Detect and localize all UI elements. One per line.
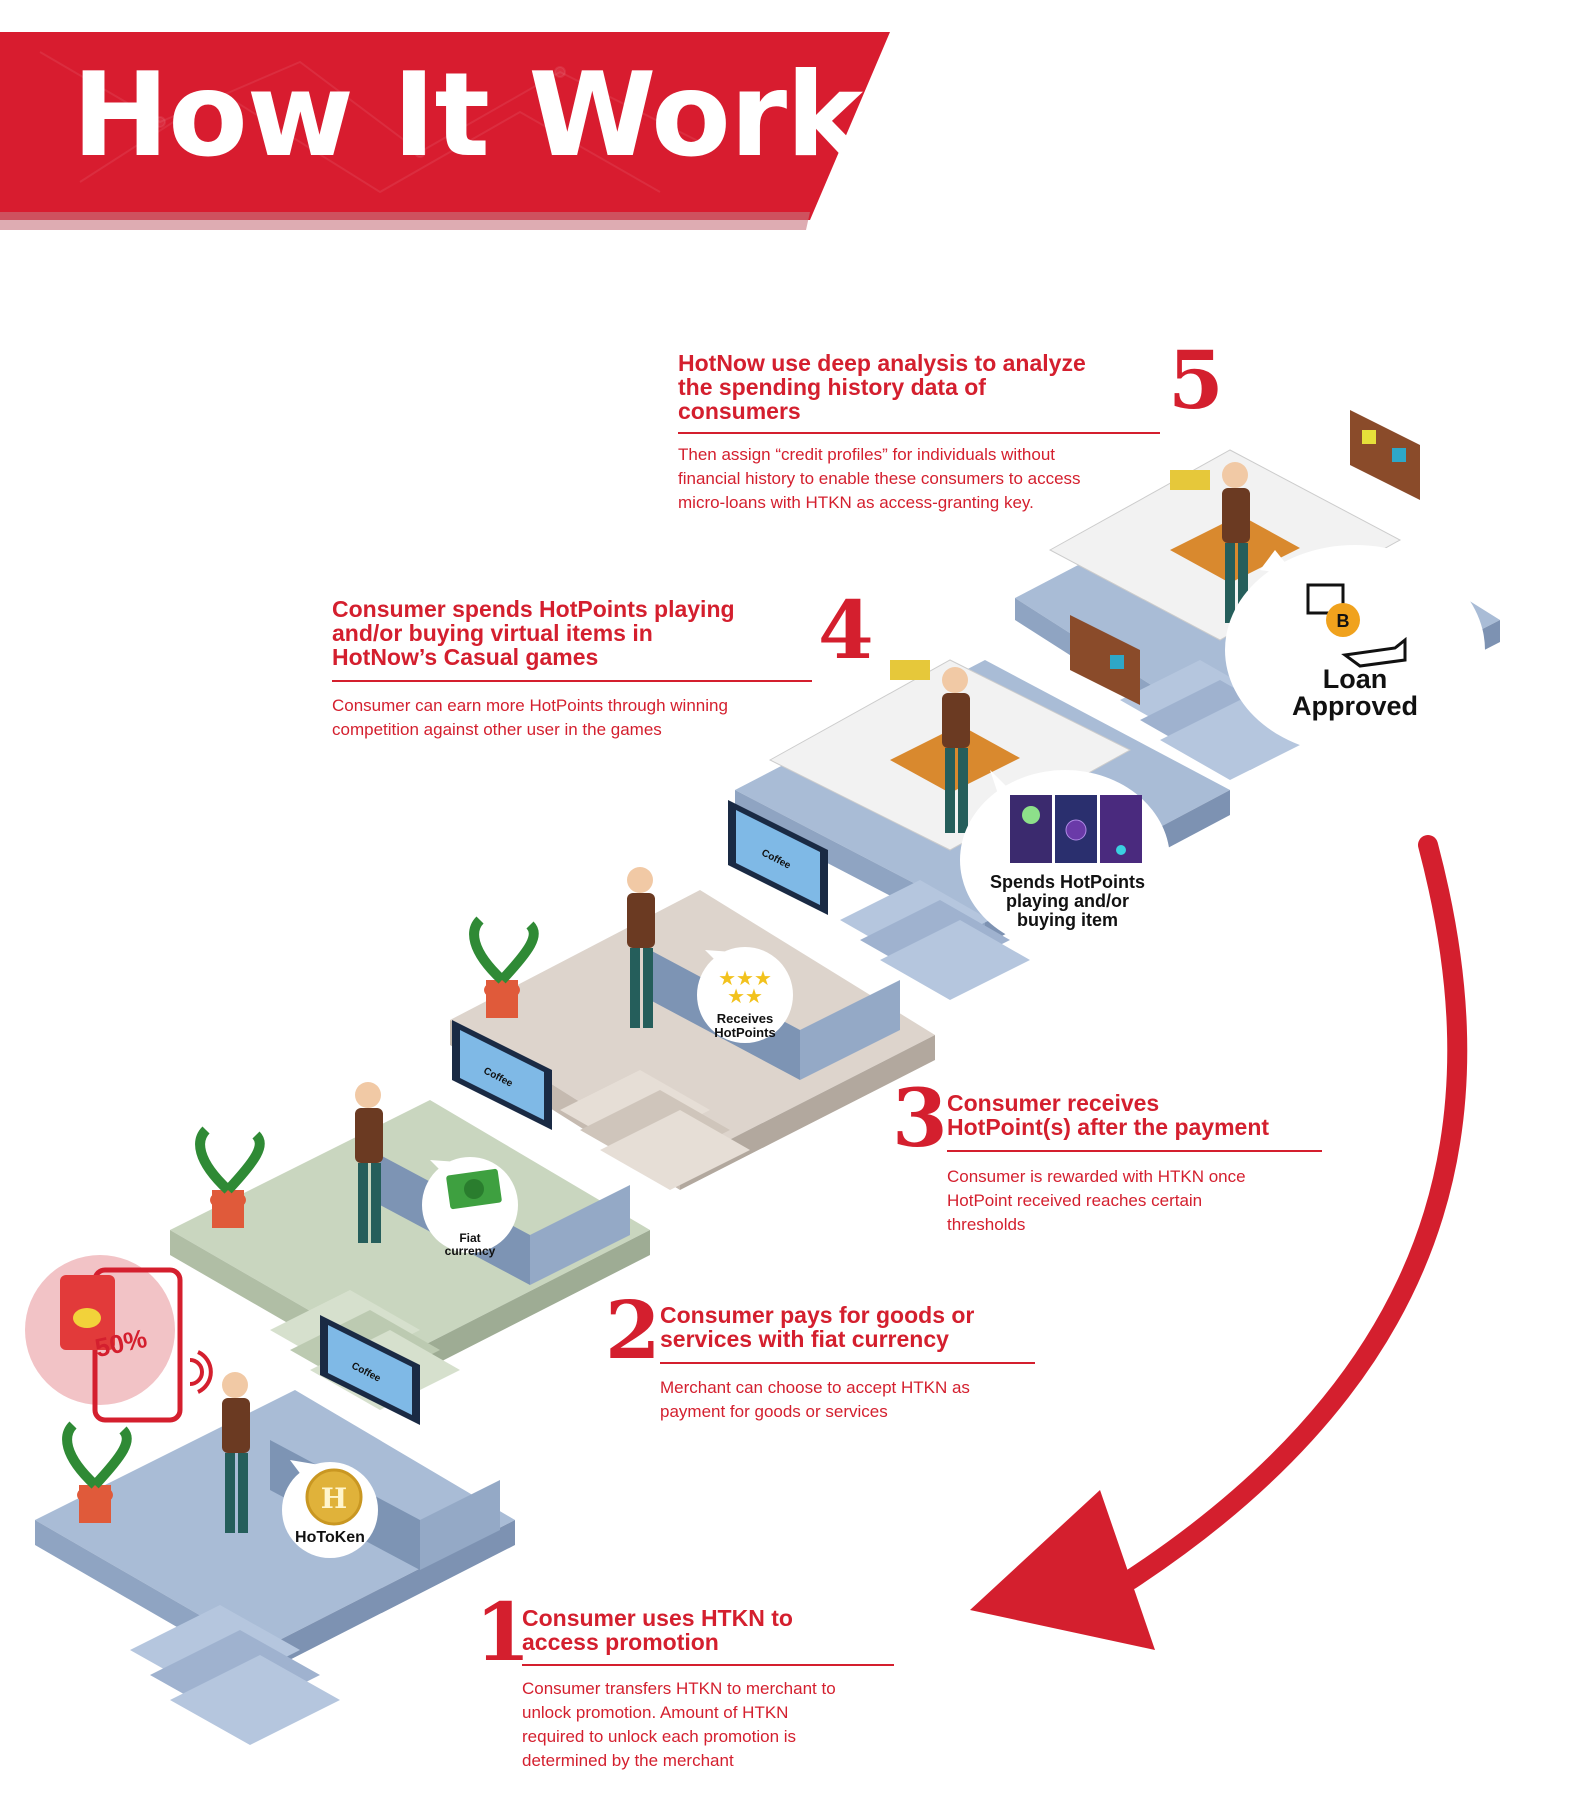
step-4-desc-line-2: competition against other user in the ga… bbox=[332, 720, 662, 739]
step-3-title-line-1: Consumer receives bbox=[947, 1090, 1160, 1116]
step-3-rule bbox=[947, 1150, 1322, 1152]
bubble-fiat-label: Fiat currency bbox=[430, 1232, 510, 1257]
step-4-number: 4 bbox=[818, 583, 874, 677]
step-2-title: Consumer pays for goods or services with… bbox=[660, 1303, 1060, 1351]
consumer-figure-2 bbox=[355, 1082, 383, 1243]
step-3-title-line-2: HotPoint(s) after the payment bbox=[947, 1114, 1270, 1140]
step-5-desc: Then assign “credit profiles” for indivi… bbox=[678, 443, 1178, 515]
step-4-title-line-1: Consumer spends HotPoints playing bbox=[332, 596, 735, 622]
promo-phone-icon bbox=[25, 1255, 213, 1423]
step-5-rule bbox=[678, 432, 1160, 434]
step-2-desc-line-2: payment for goods or services bbox=[660, 1402, 888, 1421]
step-4-desc: Consumer can earn more HotPoints through… bbox=[332, 694, 832, 742]
step-3-desc: Consumer is rewarded with HTKN once HotP… bbox=[947, 1165, 1347, 1237]
bubble-receives-line-1: Receives bbox=[716, 1011, 774, 1026]
step-2-rule bbox=[660, 1362, 1035, 1364]
step-4-title-line-3: HotNow’s Casual games bbox=[332, 644, 599, 670]
svg-text:★★: ★★ bbox=[727, 986, 763, 1008]
step-5-desc-line-3: micro-loans with HTKN as access-granting… bbox=[678, 493, 1034, 512]
step-5-title-line-1: HotNow use deep analysis to analyze bbox=[678, 350, 1086, 376]
step-3-desc-line-2: HotPoint received reaches certain bbox=[947, 1191, 1203, 1210]
step-3-desc-line-1: Consumer is rewarded with HTKN once bbox=[947, 1167, 1246, 1186]
svg-text:B: B bbox=[1337, 611, 1350, 631]
step-1-title-line-2: access promotion bbox=[522, 1629, 719, 1655]
step-3-title: Consumer receives HotPoint(s) after the … bbox=[947, 1091, 1367, 1139]
bubble-receives-label: Receives HotPoints bbox=[700, 1012, 790, 1039]
bubble-hotoken: H bbox=[282, 1460, 378, 1558]
step-1-rule bbox=[522, 1664, 894, 1666]
bubble-fiat-line-2: currency bbox=[444, 1243, 496, 1258]
bubble-receives: ★★★ ★★ bbox=[697, 947, 793, 1043]
step-5-title-line-3: consumers bbox=[678, 398, 801, 424]
bubble-spends-label: Spends HotPoints playing and/or buying i… bbox=[975, 873, 1160, 930]
bubble-spends bbox=[960, 770, 1170, 950]
step-5-title: HotNow use deep analysis to analyze the … bbox=[678, 351, 1178, 423]
consumer-figure-1 bbox=[222, 1372, 250, 1533]
bubble-spends-line-3: buying item bbox=[1016, 909, 1118, 930]
step-3-desc-line-3: thresholds bbox=[947, 1215, 1026, 1234]
step-1-desc-line-1: Consumer transfers HTKN to merchant to bbox=[522, 1679, 836, 1698]
svg-text:★★★: ★★★ bbox=[718, 968, 772, 990]
consumer-figure-3 bbox=[627, 867, 655, 1028]
cycle-arrow-icon bbox=[970, 835, 1468, 1650]
step-1-desc-line-3: required to unlock each promotion is bbox=[522, 1727, 797, 1746]
step-4-title: Consumer spends HotPoints playing and/or… bbox=[332, 597, 832, 669]
floor-level-1 bbox=[35, 1390, 515, 1745]
step-1-desc-line-4: determined by the merchant bbox=[522, 1751, 734, 1770]
header-banner bbox=[0, 32, 890, 230]
step-1-title-line-1: Consumer uses HTKN to bbox=[522, 1605, 793, 1631]
bubble-receives-line-2: HotPoints bbox=[714, 1024, 776, 1040]
step-2-number: 2 bbox=[605, 1283, 661, 1377]
consumer-figure-4 bbox=[942, 667, 970, 833]
consumer-figure-5 bbox=[1222, 462, 1250, 623]
step-1-desc: Consumer transfers HTKN to merchant to u… bbox=[522, 1677, 902, 1773]
step-1-number: 1 bbox=[475, 1585, 531, 1679]
step-2-title-line-1: Consumer pays for goods or bbox=[660, 1302, 975, 1328]
step-1-desc-line-2: unlock promotion. Amount of HTKN bbox=[522, 1703, 789, 1722]
step-4-desc-line-1: Consumer can earn more HotPoints through… bbox=[332, 696, 728, 715]
step-4-title-line-2: and/or buying virtual items in bbox=[332, 620, 653, 646]
step-5-desc-line-2: financial history to enable these consum… bbox=[678, 469, 1081, 488]
bubble-loan-label: Loan Approved bbox=[1255, 666, 1455, 720]
step-2-title-line-2: services with fiat currency bbox=[660, 1326, 949, 1352]
bubble-fiat-line-1: Fiat bbox=[459, 1231, 481, 1245]
step-3-number: 3 bbox=[892, 1071, 948, 1165]
bubble-loan: B bbox=[1225, 545, 1485, 755]
step-1-title: Consumer uses HTKN to access promotion bbox=[522, 1606, 902, 1654]
bubble-loan-line-2: Approved bbox=[1291, 691, 1418, 721]
page-title: How It Works bbox=[72, 48, 931, 183]
step-5-number: 5 bbox=[1168, 333, 1224, 427]
bubble-hotoken-label: HoToKen bbox=[295, 1529, 365, 1546]
step-5-desc-line-1: Then assign “credit profiles” for indivi… bbox=[678, 445, 1056, 464]
floor-level-3 bbox=[450, 890, 935, 1190]
bubble-fiat bbox=[422, 1157, 518, 1253]
step-4-rule bbox=[332, 680, 812, 682]
svg-text:H: H bbox=[321, 1482, 347, 1515]
step-2-desc: Merchant can choose to accept HTKN as pa… bbox=[660, 1376, 1060, 1424]
bubble-spends-line-2: playing and/or bbox=[1005, 890, 1129, 911]
bubble-spends-line-1: Spends HotPoints bbox=[989, 872, 1145, 892]
step-2-desc-line-1: Merchant can choose to accept HTKN as bbox=[660, 1378, 970, 1397]
bubble-loan-line-1: Loan bbox=[1322, 664, 1388, 694]
step-5-title-line-2: the spending history data of bbox=[678, 374, 986, 400]
